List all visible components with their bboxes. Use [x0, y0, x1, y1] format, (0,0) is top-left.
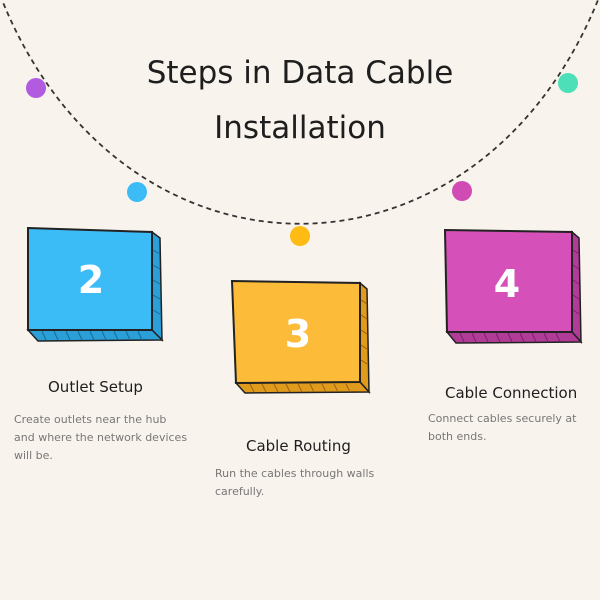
step-box-2: 2 — [26, 226, 164, 342]
timeline-dot-blue — [127, 182, 147, 202]
step-box-3: 3 — [230, 279, 371, 394]
timeline-dot-purple — [26, 78, 46, 98]
step-number-3: 3 — [285, 312, 311, 356]
step-desc-outlet-setup: Create outlets near the hub and where th… — [14, 413, 188, 462]
step-title-cable-routing: Cable Routing — [246, 437, 351, 455]
timeline-dot-pink — [452, 181, 472, 201]
step-number-2: 2 — [78, 258, 104, 302]
step-title-outlet-setup: Outlet Setup — [48, 378, 143, 396]
timeline-arc — [1, 0, 599, 225]
timeline-dot-yellow — [290, 226, 310, 246]
page-title-line-2: Installation — [214, 110, 386, 146]
step-title-cable-connection: Cable Connection — [445, 384, 578, 402]
step-desc-cable-connection: Connect cables securely at both ends. — [428, 412, 577, 443]
step-desc-cable-routing: Run the cables through walls carefully. — [215, 467, 375, 498]
step-box-4: 4 — [443, 228, 583, 344]
page-title-line-1: Steps in Data Cable — [146, 55, 454, 91]
step-number-4: 4 — [494, 262, 520, 306]
timeline-dot-teal — [558, 73, 578, 93]
